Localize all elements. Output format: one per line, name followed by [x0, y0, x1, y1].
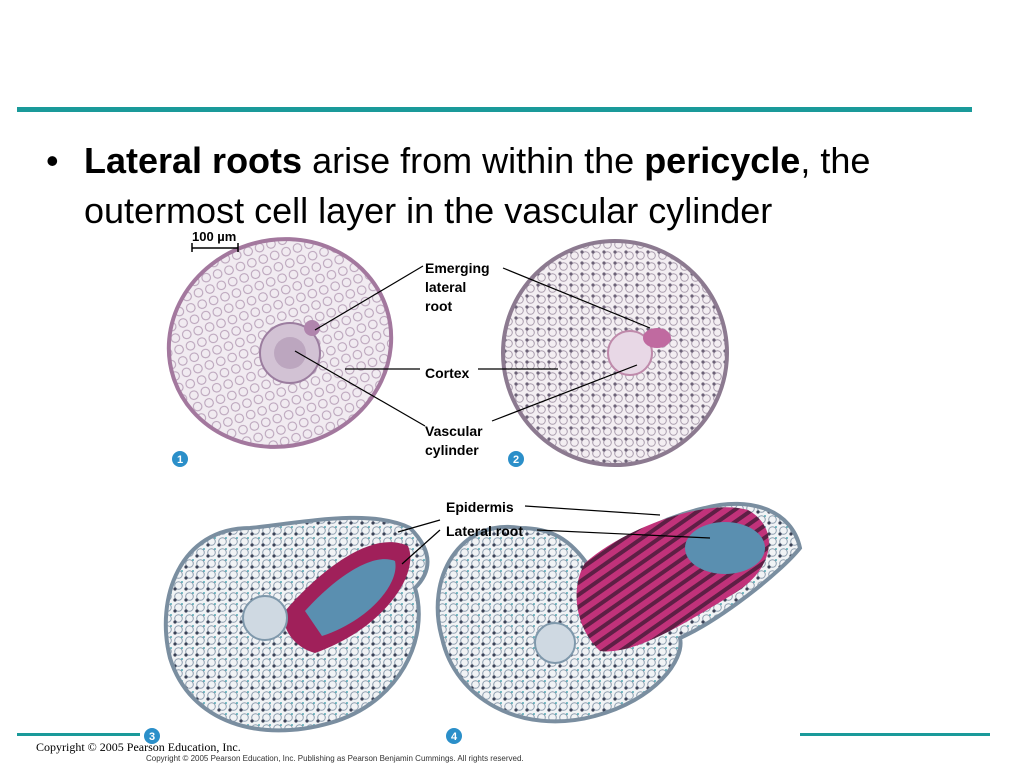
bullet-dot: •	[46, 140, 59, 181]
root-cross-section-figure: 100 µm Emerging lateral root Cortex Vasc…	[140, 228, 820, 768]
label-leader-lines	[294, 265, 711, 565]
panel-4-section	[435, 501, 803, 724]
panel-badge-1: 1	[172, 451, 188, 467]
figure-svg: 100 µm Emerging lateral root Cortex Vasc…	[144, 229, 803, 744]
panel-badge-2: 2	[508, 451, 524, 467]
label-epidermis: Epidermis	[446, 499, 514, 515]
panel-badge-3: 3	[144, 728, 160, 744]
bullet-text-part1: arise from within the	[302, 140, 645, 181]
label-vascular-cylinder: Vascular cylinder	[425, 423, 487, 458]
bottom-divider-left	[17, 733, 140, 736]
panel-badge-4: 4	[446, 728, 462, 744]
svg-text:4: 4	[451, 731, 458, 743]
panel-3-section	[163, 515, 430, 733]
svg-text:3: 3	[149, 731, 155, 743]
term-lateral-roots: Lateral roots	[84, 140, 303, 181]
bullet-text: Lateral roots arise from within the peri…	[84, 136, 974, 236]
label-cortex: Cortex	[425, 365, 470, 381]
panel-1-section	[166, 237, 394, 449]
bottom-divider-right	[800, 733, 990, 736]
scale-bar-label: 100 µm	[192, 229, 236, 244]
svg-text:2: 2	[513, 454, 519, 466]
label-emerging-lateral-root: Emerging lateral root	[425, 260, 493, 314]
term-pericycle: pericycle	[644, 140, 801, 181]
slide-copyright: Copyright © 2005 Pearson Education, Inc.	[36, 740, 241, 754]
label-lateral-root: Lateral root	[446, 523, 523, 539]
figure-copyright: Copyright © 2005 Pearson Education, Inc.…	[146, 754, 524, 763]
panel-2-section	[501, 239, 729, 467]
scale-bar: 100 µm	[191, 229, 239, 252]
svg-text:1: 1	[177, 454, 183, 466]
top-divider	[17, 107, 972, 112]
bullet-text-part2: , the outermost cell layer in the vascul…	[84, 140, 871, 231]
